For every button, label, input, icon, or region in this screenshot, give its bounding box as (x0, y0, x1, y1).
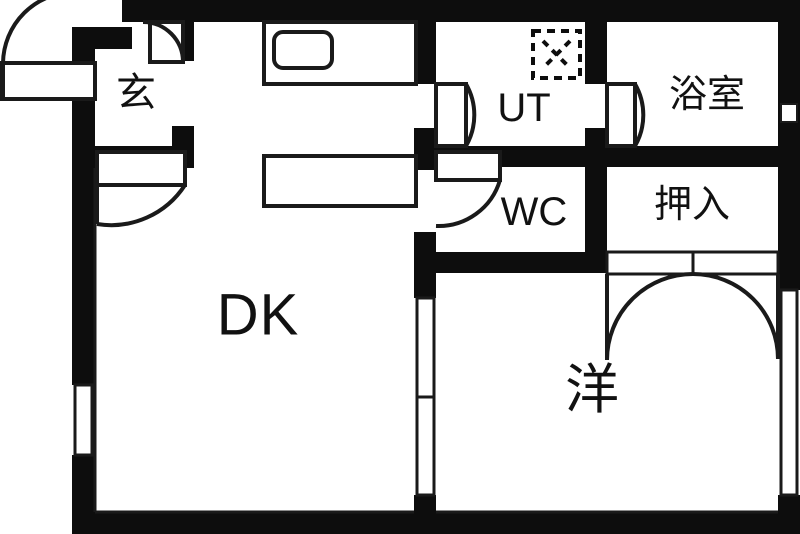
dk-hall-door-swing-arc (96, 183, 187, 228)
wall-bottom-outer (72, 512, 800, 534)
genkan-inner-door-swing-arc (142, 20, 185, 63)
wall-dk-hall-mid (414, 128, 436, 150)
wall-dk-hall-upper (414, 22, 436, 84)
washing-machine-pan-outline (531, 29, 582, 80)
kitchen-fixtures (262, 20, 418, 208)
wall-dk-room-lower (414, 495, 436, 514)
closet-double-door[interactable] (605, 250, 780, 361)
ut-door-swing-arc (464, 83, 477, 147)
dk-window (73, 383, 94, 457)
room-label-wc: WC (501, 190, 568, 234)
wall-right-lower (778, 495, 800, 534)
room-label-dk: DK (217, 283, 300, 348)
entrance-door[interactable] (0, 0, 97, 101)
wall-right-upper (778, 0, 800, 104)
ut-door-leaf[interactable] (434, 82, 468, 148)
washing-machine-pan (531, 29, 582, 80)
bath-door-swing-arc (633, 83, 646, 147)
wall-dk-hall-lower (414, 232, 436, 274)
genkan-inner-door[interactable] (142, 20, 185, 64)
washing-machine-pan-diag2 (541, 39, 572, 70)
entrance-door-swing-arc (1, 0, 47, 64)
ut-door[interactable] (434, 82, 477, 148)
wc-door[interactable] (434, 150, 502, 229)
wall-ut-wc-divider (436, 146, 778, 167)
kitchen-lower-counter (262, 154, 418, 208)
wall-ut-bath-lower (585, 128, 607, 148)
wall-ut-bath-upper (585, 22, 607, 84)
dk-hall-door[interactable] (95, 150, 187, 228)
bath-window-glazing (780, 103, 798, 123)
wall-genkan-right-lower (172, 126, 194, 151)
wc-door-leaf[interactable] (434, 150, 502, 182)
dk-to-room-sliding-door[interactable] (415, 296, 436, 497)
wall-wc-closet (585, 167, 607, 272)
dk-hall-door-leaf[interactable] (95, 150, 187, 187)
bath-window (780, 103, 798, 123)
room-label-western-room: 洋 (565, 360, 619, 420)
sliding-door-panel-bottom[interactable] (415, 395, 436, 497)
wall-right-middle (778, 122, 800, 290)
wall-wc-bottom (436, 252, 607, 273)
wall-group (72, 0, 800, 534)
closet-door-leaf-right[interactable] (691, 250, 780, 276)
bath-door[interactable] (605, 82, 646, 148)
room-label-group: DK 洋 UT WC 浴室 押入 玄 (116, 71, 745, 420)
kitchen-sink-basin (272, 30, 334, 70)
thin-line-group (93, 168, 778, 514)
bath-door-leaf[interactable] (605, 82, 637, 148)
room-window (779, 288, 799, 497)
room-label-genkan: 玄 (116, 71, 156, 115)
room-label-bath: 浴室 (669, 74, 745, 116)
sliding-door-panel-top[interactable] (415, 296, 436, 399)
wc-door-swing-arc (435, 179, 502, 229)
wall-left-dk-lower (72, 455, 95, 530)
wall-left-dk-upper (72, 151, 95, 385)
wall-top-outer (122, 0, 800, 22)
room-label-closet: 押入 (654, 184, 730, 226)
wall-dk-hall-mid2 (414, 150, 436, 170)
entrance-door-leaf[interactable] (0, 61, 97, 101)
dk-window-glazing (73, 383, 94, 457)
wall-dk-room-upper (414, 274, 436, 298)
closet-door-leaf-left[interactable] (605, 250, 695, 276)
room-label-ut: UT (497, 86, 550, 130)
room-window-glazing (779, 288, 799, 497)
